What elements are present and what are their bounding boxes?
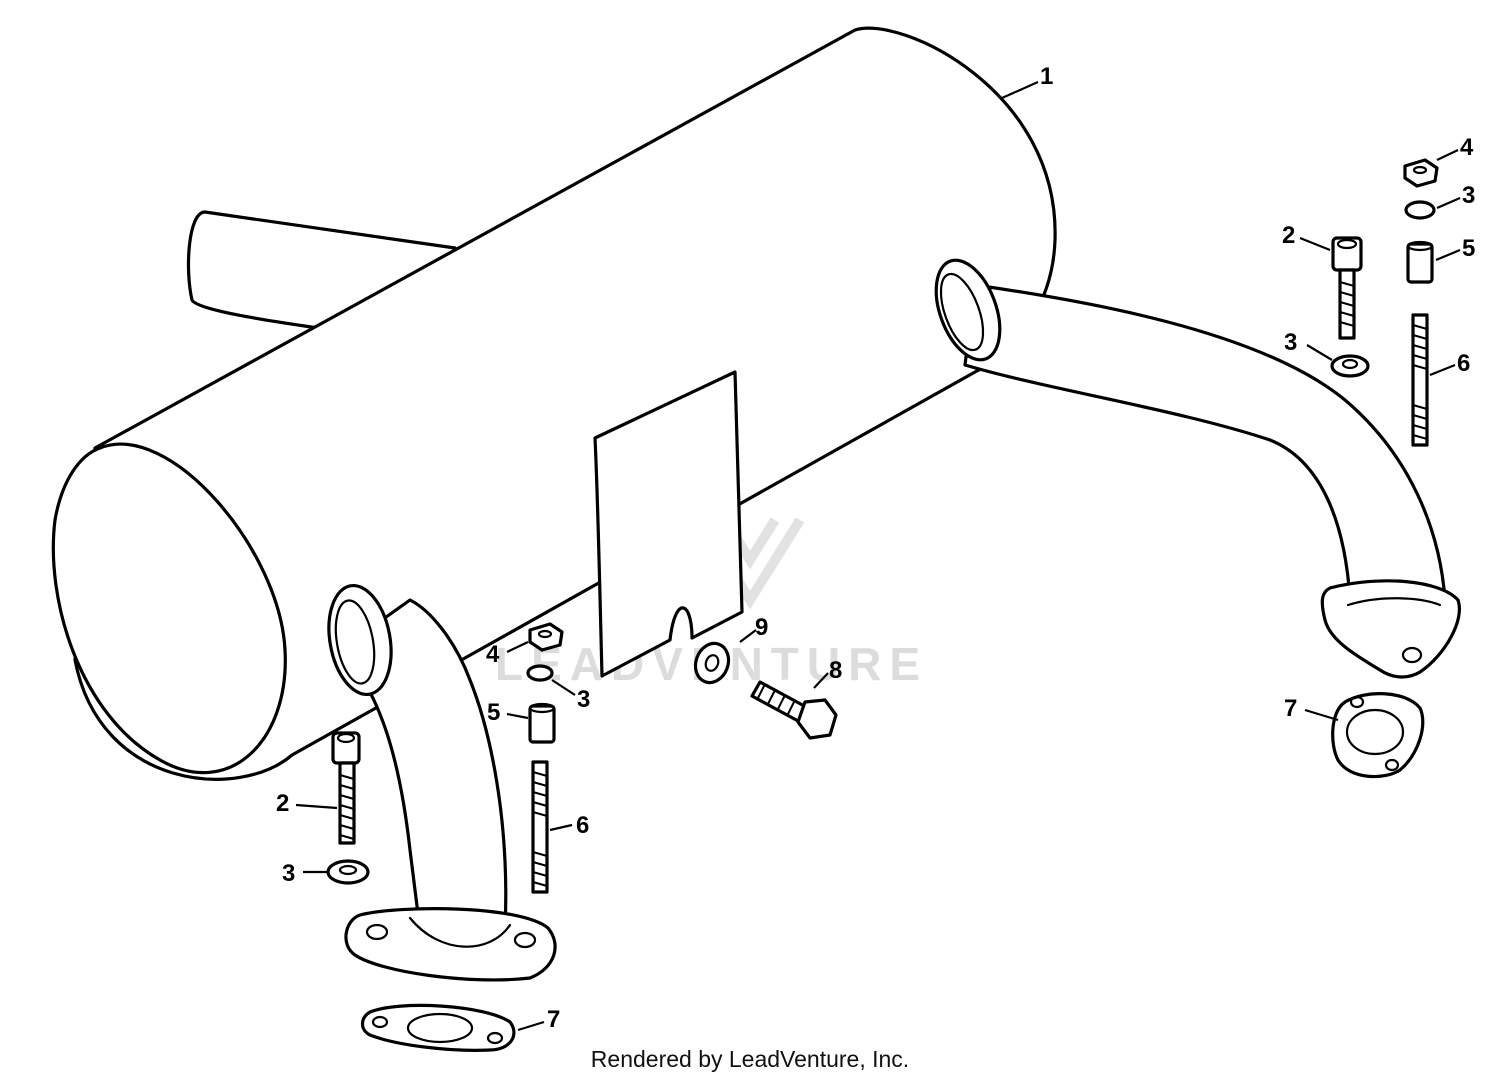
callout-9: 9 (755, 614, 768, 641)
stud-left (531, 760, 549, 894)
callout-2-right: 2 (1282, 222, 1295, 249)
spacer-right (1406, 240, 1434, 284)
lock-washer-left (526, 664, 554, 682)
heat-shield (593, 370, 744, 678)
callout-3-left-bottom: 3 (282, 860, 295, 887)
callout-8: 8 (829, 657, 842, 684)
callout-5-right: 5 (1462, 235, 1475, 262)
cap-screw-left (331, 731, 361, 845)
callout-4-right: 4 (1460, 134, 1474, 161)
washer-left-bottom (326, 859, 370, 885)
spacer-left (528, 702, 556, 744)
callout-2-left: 2 (276, 790, 289, 817)
callout-7-left: 7 (547, 1006, 560, 1033)
nut-right (1403, 158, 1439, 188)
callout-3-left-top: 3 (577, 686, 590, 713)
callout-3-right-top: 3 (1462, 182, 1475, 209)
gasket-right (1331, 692, 1425, 779)
stud-right (1411, 313, 1429, 447)
callout-labels: 1 2 2 3 3 3 3 4 4 5 5 6 6 7 7 8 9 (276, 63, 1475, 1033)
footer-credit: Rendered by LeadVenture, Inc. (590, 1046, 910, 1072)
callout-4-left: 4 (486, 641, 500, 668)
nut-left (528, 622, 564, 652)
hex-bolt-8 (750, 680, 838, 740)
washer-9 (693, 641, 731, 685)
callout-5-left: 5 (487, 699, 500, 726)
callout-6-right: 6 (1457, 350, 1470, 377)
callout-1: 1 (1040, 63, 1053, 90)
callout-leaders (295, 80, 1461, 1032)
lock-washer-right (1404, 200, 1436, 220)
exhaust-pipe-left (327, 583, 557, 982)
muffler-body (51, 26, 1057, 781)
callout-3-right-bottom: 3 (1284, 329, 1297, 356)
callout-7-right: 7 (1284, 695, 1297, 722)
exhaust-pipe-right (934, 258, 1461, 679)
cap-screw-right (1331, 236, 1363, 340)
gasket-left (360, 1003, 516, 1052)
callout-6-left: 6 (576, 812, 589, 839)
washer-right-bottom (1330, 354, 1370, 378)
